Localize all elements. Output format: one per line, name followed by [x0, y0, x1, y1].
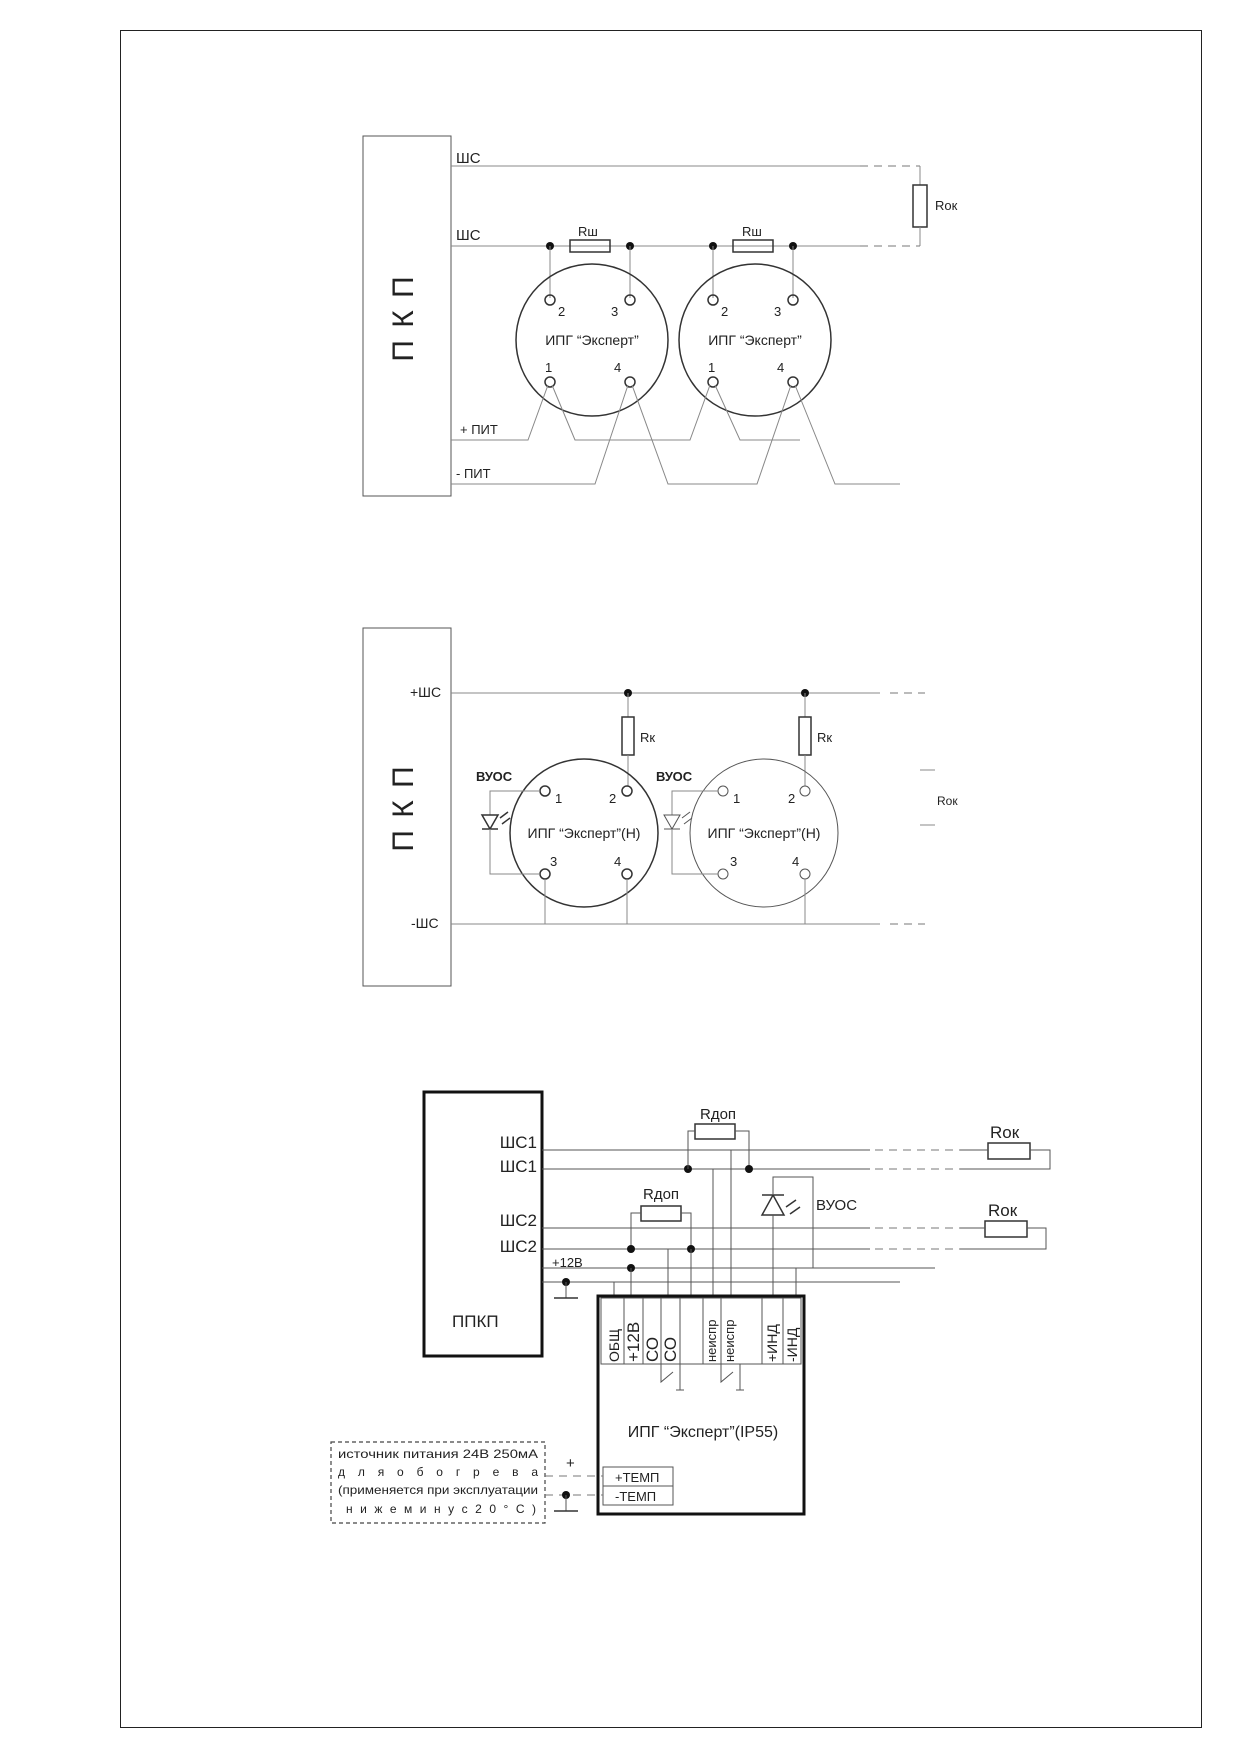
power-plus-label: + ПИТ: [460, 422, 498, 437]
h2-terminal-4: 4: [792, 854, 799, 869]
page-frame: [120, 30, 1202, 1728]
term-obsh: ОБЩ: [606, 1329, 622, 1362]
detector-1-label: ИПГ “Эксперт”: [545, 332, 639, 348]
panel-label: П К П: [387, 274, 420, 361]
end-resistor: [912, 184, 928, 228]
term-neispr-2: неиспр: [722, 1320, 737, 1362]
rdop-2-label: Rдоп: [643, 1186, 679, 1203]
term-neispr-1: неиспр: [704, 1320, 719, 1362]
d1-terminal-4: 4: [614, 360, 621, 375]
loop-shs1-b: ШС1: [500, 1157, 537, 1176]
loop1-label: ШС: [456, 150, 481, 167]
rk-resistor-1: [621, 716, 635, 756]
term-12v: +12В: [624, 1322, 643, 1362]
supply-12v-label: +12В: [552, 1255, 583, 1270]
diagram-2: П К П +ШС -ШС Rок Rк Rк 1 2 3 4 ИПГ “Экс…: [362, 627, 958, 987]
vuos-2-label: ВУОС: [656, 769, 693, 784]
heater-note-3: (применяется при эксплуатации: [338, 1483, 538, 1497]
detector-1: [515, 263, 669, 417]
loop-plus-label: +ШС: [410, 684, 441, 700]
module-label: ИПГ “Эксперт”(IP55): [628, 1424, 778, 1441]
detector-2: [678, 263, 832, 417]
loop-minus-label: -ШС: [411, 915, 439, 931]
h1-terminal-3: 3: [550, 854, 557, 869]
term-ind-minus: -ИНД: [784, 1327, 800, 1362]
d2-terminal-1: 1: [708, 360, 715, 375]
panel-box-2: [362, 627, 452, 987]
detector-h-1: [509, 758, 659, 908]
rok-2: [984, 1220, 1028, 1238]
h2-terminal-1: 1: [733, 791, 740, 806]
d2-terminal-2: 2: [721, 304, 728, 319]
shunt-resistor-2-label: Rш: [742, 224, 762, 239]
term-ind-plus: +ИНД: [764, 1324, 780, 1362]
detector-h-1-label: ИПГ “Эксперт”(Н): [528, 825, 641, 841]
heater-plus-sign: +: [566, 1455, 575, 1472]
rk-resistor-2-label: Rк: [817, 730, 832, 745]
vuos-1-label: ВУОС: [476, 769, 513, 784]
detector-h-2-label: ИПГ “Эксперт”(Н): [708, 825, 821, 841]
rk-resistor-1-label: Rк: [640, 730, 655, 745]
term-temp-minus: -ТЕМП: [615, 1489, 656, 1504]
heater-note-1: источник питания 24В 250мА: [338, 1447, 538, 1461]
h1-terminal-2: 2: [609, 791, 616, 806]
heater-note-2: д л я о б о г р е в а: [338, 1465, 538, 1479]
detector-h-2: [689, 758, 839, 908]
loop-shs2-b: ШС2: [500, 1237, 537, 1256]
d2-terminal-3: 3: [774, 304, 781, 319]
end-resistor-2-label: Rок: [937, 794, 958, 808]
panel-box-3: [422, 1090, 544, 1358]
term-temp-plus: +ТЕМП: [615, 1470, 659, 1485]
term-co-1: СО: [643, 1337, 662, 1362]
led-icon-1: [480, 814, 500, 831]
panel-label-3: ППКП: [452, 1312, 499, 1331]
module-ip55: [596, 1294, 806, 1516]
d1-terminal-1: 1: [545, 360, 552, 375]
heater-source-box: [330, 1441, 546, 1524]
d2-terminal-4: 4: [777, 360, 784, 375]
d1-terminal-3: 3: [611, 304, 618, 319]
rk-resistor-2: [798, 716, 812, 756]
h2-terminal-2: 2: [788, 791, 795, 806]
shunt-resistor-2: [732, 239, 774, 253]
panel-box: [362, 135, 452, 497]
power-minus-label: - ПИТ: [456, 466, 491, 481]
rok-1-label: Rок: [990, 1123, 1020, 1142]
rdop-2: [640, 1205, 682, 1222]
shunt-resistor-1-label: Rш: [578, 224, 598, 239]
led-icon-3: [760, 1193, 786, 1216]
rdop-1-label: Rдоп: [700, 1106, 736, 1123]
detector-2-label: ИПГ “Эксперт”: [708, 332, 802, 348]
rok-1: [987, 1142, 1031, 1160]
h1-terminal-1: 1: [555, 791, 562, 806]
loop2-label: ШС: [456, 227, 481, 244]
vuos-3-label: ВУОС: [816, 1197, 857, 1214]
loop-shs1-a: ШС1: [500, 1133, 537, 1152]
diagram-1: П К П ШС ШС + ПИТ - ПИТ Rок Rш Rш 2 3: [362, 135, 958, 497]
d1-terminal-2: 2: [558, 304, 565, 319]
term-co-2: СО: [661, 1337, 680, 1362]
diagram-3: ППКП ШС1 ШС1 ШС2 ШС2 +12В Rок Rок Rдоп: [330, 1090, 1051, 1524]
shunt-resistor-1: [569, 239, 611, 253]
h2-terminal-3: 3: [730, 854, 737, 869]
led-icon-2: [663, 814, 681, 831]
rok-2-label: Rок: [988, 1201, 1018, 1220]
end-resistor-label: Rок: [935, 198, 958, 213]
rdop-1: [694, 1123, 736, 1140]
panel-label-2: П К П: [387, 764, 420, 851]
h1-terminal-4: 4: [614, 854, 621, 869]
loop-shs2-a: ШС2: [500, 1211, 537, 1230]
heater-note-4: н и ж е м и н у с 2 0 ° С ): [346, 1502, 536, 1516]
